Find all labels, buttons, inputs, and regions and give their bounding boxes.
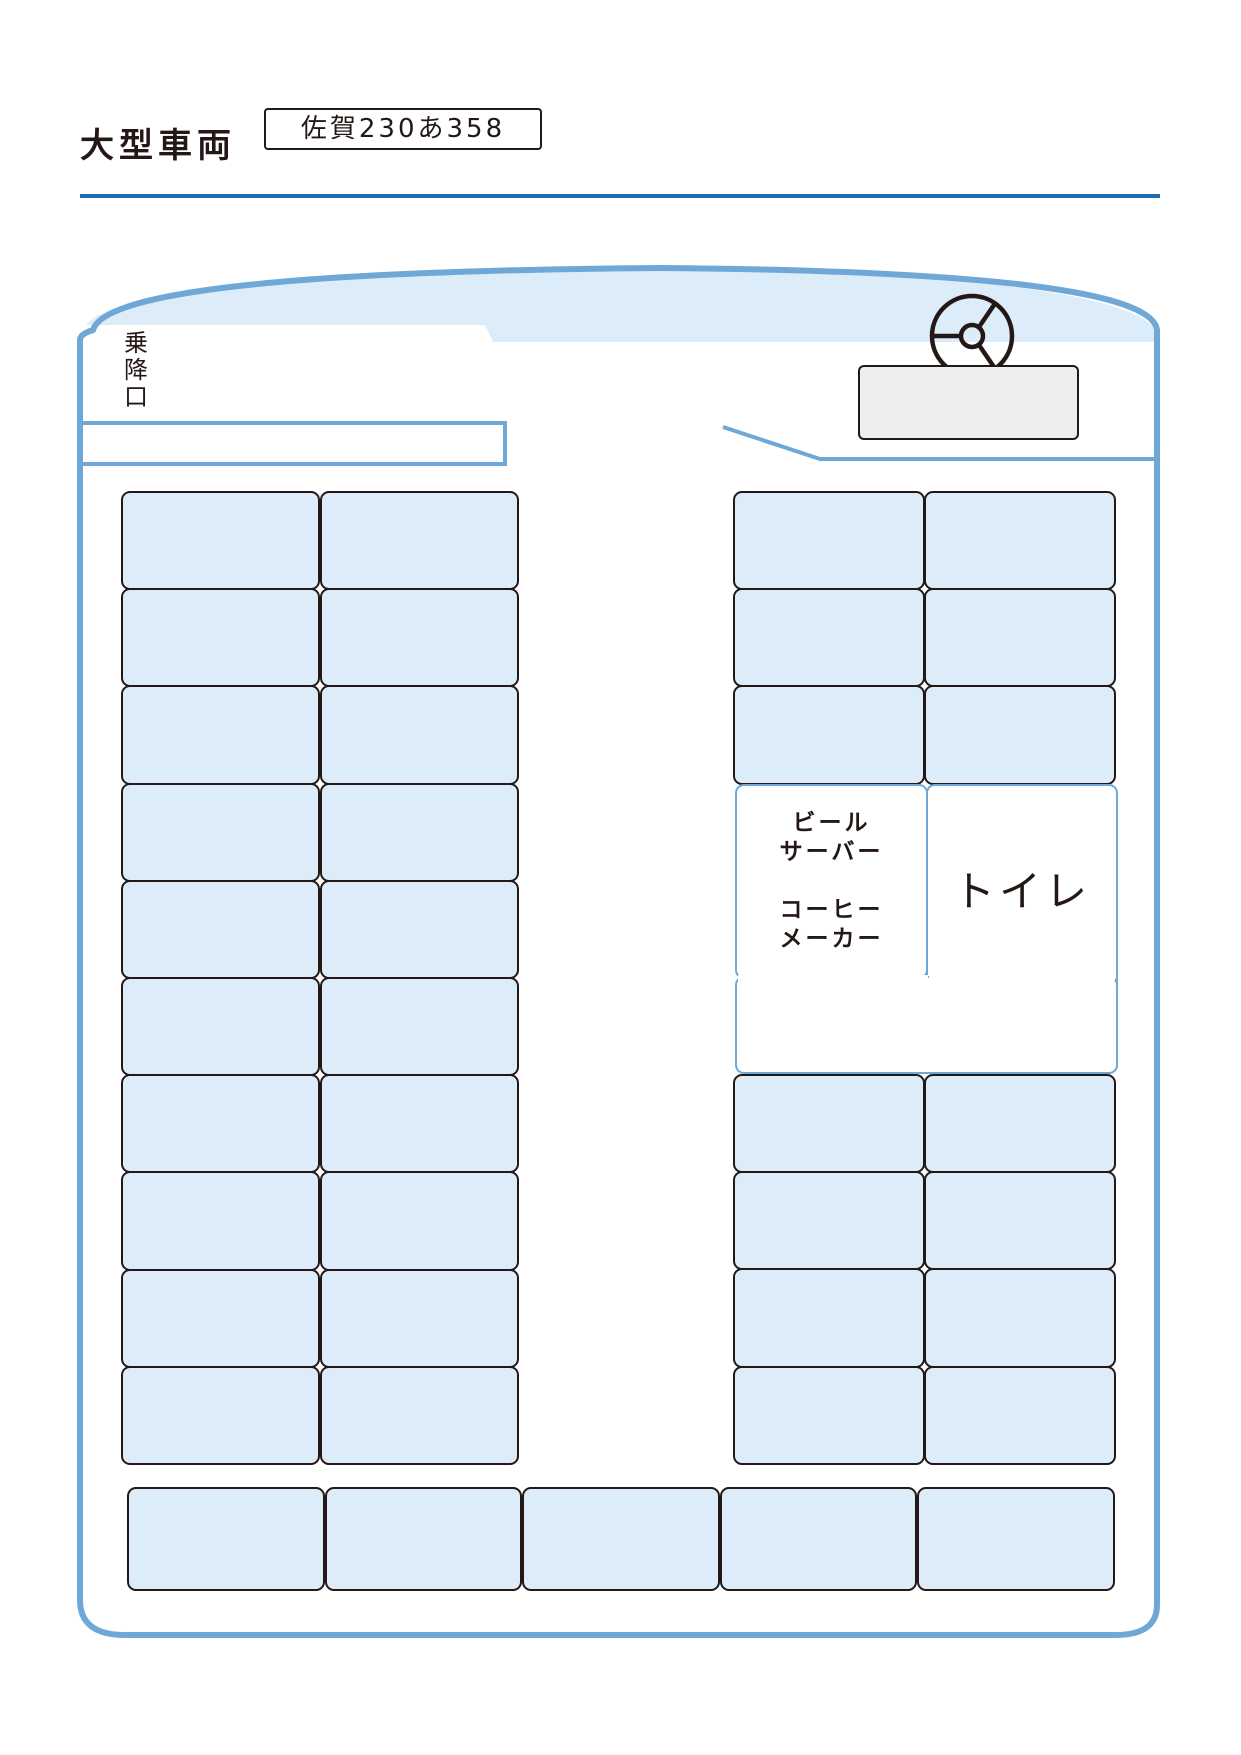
seat-right-rear [733, 1365, 925, 1465]
toilet-join-2 [738, 975, 928, 981]
seat-right-front [924, 588, 1116, 688]
seat-left [121, 491, 320, 591]
seat-right-rear [924, 1074, 1116, 1174]
seat-left [320, 491, 519, 591]
seat-left [320, 685, 519, 785]
seat-left [320, 1171, 519, 1271]
seat-right-rear [924, 1268, 1116, 1368]
seat-left [320, 879, 519, 979]
driver-partition [722, 425, 1155, 461]
seat-right-rear [733, 1074, 925, 1174]
toilet-join [929, 972, 1115, 980]
seat-right-rear [733, 1171, 925, 1271]
header-divider [80, 194, 1160, 198]
seat-right-rear [733, 1268, 925, 1368]
seat-back-row [719, 1487, 917, 1591]
seat-right-front [924, 491, 1116, 591]
seat-right-front [733, 685, 925, 785]
seat-right-front [733, 491, 925, 591]
seat-left [121, 879, 320, 979]
seat-left [121, 1171, 320, 1271]
driver-console [858, 365, 1079, 440]
seat-left [320, 1074, 519, 1174]
windshield-area [84, 268, 1160, 342]
seat-left [320, 588, 519, 688]
coffee-maker-label: コーヒー メーカー [779, 897, 884, 952]
seat-left [121, 782, 320, 882]
seat-back-row [522, 1487, 720, 1591]
seat-left [320, 782, 519, 882]
bus-body [77, 264, 1160, 1638]
toilet-lower [735, 976, 1118, 1074]
seat-right-rear [924, 1171, 1116, 1271]
seat-left [121, 1268, 320, 1368]
drinks-station: ビール サーバー コーヒー メーカー [735, 784, 928, 979]
seat-left [121, 977, 320, 1077]
seat-left [320, 1365, 519, 1465]
license-plate: 佐賀230あ358 [264, 108, 542, 150]
seat-left [121, 685, 320, 785]
seat-back-row [324, 1487, 522, 1591]
seat-right-front [733, 588, 925, 688]
door-label: 乗降口 [124, 329, 148, 411]
seat-left [121, 1074, 320, 1174]
seat-back-row [127, 1487, 325, 1591]
door-step [82, 421, 507, 466]
toilet-label: トイレ [952, 867, 1091, 916]
seat-right-rear [924, 1365, 1116, 1465]
seat-left [121, 1365, 320, 1465]
seat-right-front [924, 685, 1116, 785]
seat-left [320, 1268, 519, 1368]
seat-left [320, 977, 519, 1077]
page-title: 大型車両 [80, 126, 236, 166]
seat-back-row [917, 1487, 1115, 1591]
beer-server-label: ビール サーバー [779, 810, 884, 865]
seat-left [121, 588, 320, 688]
